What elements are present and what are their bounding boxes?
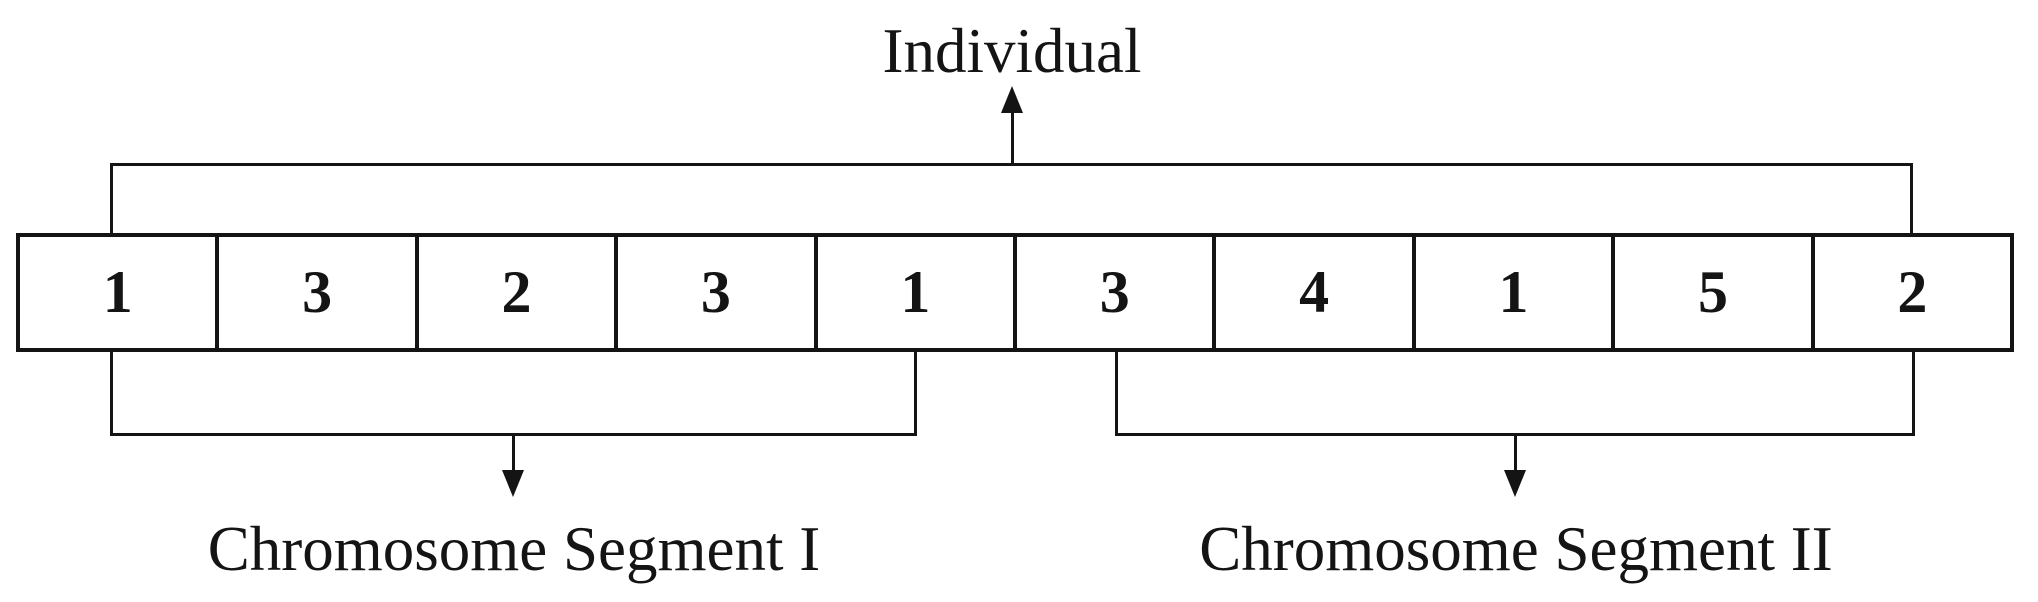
- down-arrow-icon: [1504, 470, 1526, 497]
- gene-cell-9: 5: [1615, 237, 1815, 348]
- gene-cell-5: 1: [818, 237, 1018, 348]
- gene-cell-6: 3: [1017, 237, 1217, 348]
- segment1-bracket: [110, 352, 917, 436]
- segment2-label: Chromosome Segment II: [1199, 514, 1833, 584]
- gene-cell-8: 1: [1416, 237, 1616, 348]
- chromosome-row: 1 3 2 3 1 3 4 1 5 2: [16, 233, 2014, 352]
- gene-cell-10: 2: [1897, 259, 1928, 325]
- gene-cell-3: 2: [419, 237, 619, 348]
- gene-cell-7: 4: [1216, 237, 1416, 348]
- segment2-arrow-shaft: [1514, 436, 1517, 473]
- gene-cell-2: 3: [219, 237, 419, 348]
- down-arrow-icon: [502, 470, 524, 497]
- segment2-bracket: [1115, 352, 1915, 436]
- individual-label: Individual: [882, 16, 1142, 86]
- segment1-arrow-shaft: [512, 436, 515, 473]
- up-arrow-icon: [1001, 86, 1023, 113]
- individual-bracket: [110, 163, 1913, 235]
- up-arrow-shaft: [1011, 108, 1014, 165]
- gene-cell-4: 3: [618, 237, 818, 348]
- segment1-label: Chromosome Segment I: [207, 514, 821, 584]
- gene-cell-1: 1: [20, 237, 220, 348]
